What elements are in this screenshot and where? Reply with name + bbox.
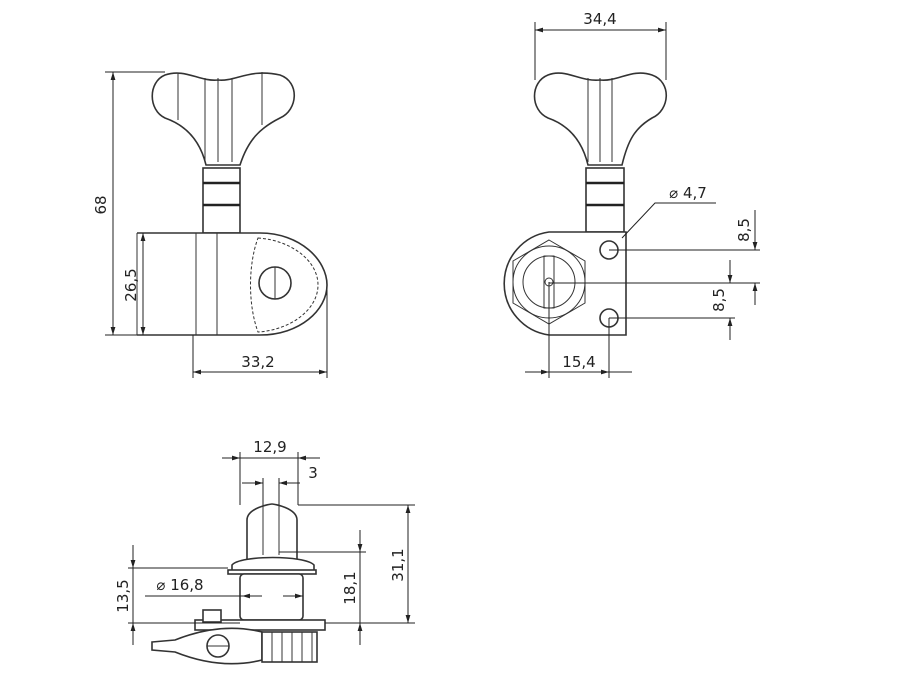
dim-31-1: 31,1 (389, 548, 407, 581)
side-view: 68 26,5 33,2 (92, 71, 328, 378)
dim-bushing-diameter: ⌀ 16,8 (156, 576, 203, 594)
housing (137, 232, 328, 336)
dim-13-5: 13,5 (114, 579, 132, 612)
dim-18-1: 18,1 (341, 571, 359, 604)
bushing (239, 573, 304, 621)
dim-8-5-upper: 8,5 (735, 218, 753, 242)
butterfly-knob (151, 72, 295, 166)
gear (250, 237, 319, 333)
hex-nut (231, 556, 315, 573)
dim-15-4: 15,4 (562, 353, 595, 371)
dim-33-2: 33,2 (241, 353, 274, 371)
worm-gear (261, 631, 318, 663)
dim-hole-diameter: ⌀ 4,7 (669, 184, 707, 202)
dim-34-4: 34,4 (583, 10, 616, 28)
dim-68: 68 (92, 195, 110, 214)
dim-12-9: 12,9 (253, 438, 286, 456)
shaft (585, 167, 625, 233)
bottom-view: 12,9 3 31,1 18,1 13,5 ⌀ 16,8 (114, 438, 415, 665)
mounting-plate (194, 619, 326, 631)
button (246, 503, 298, 561)
dim-8-5-lower: 8,5 (710, 288, 728, 312)
dim-26-5: 26,5 (122, 268, 140, 301)
dim-3: 3 (308, 464, 318, 482)
shaft (202, 167, 241, 234)
front-view: 34,4 ⌀ 4,7 8,5 8,5 15,4 (503, 10, 760, 378)
